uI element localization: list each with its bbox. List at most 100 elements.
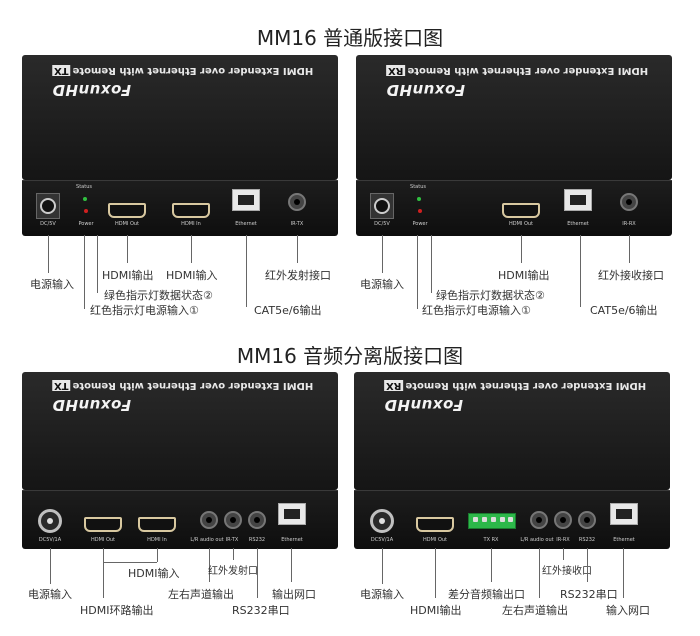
ethernet-port[interactable] [564, 189, 592, 211]
tx2-ir-tx-label: 红外发射口 [208, 566, 258, 577]
rx1-cat-label: CAT5e/6输出 [590, 304, 658, 317]
leader-line [127, 235, 128, 263]
rx2-hdmi-out-label: HDMI输出 [410, 604, 462, 617]
rx2-lr-label: 左右声道输出 [502, 604, 568, 617]
lr-audio-jack[interactable] [200, 511, 218, 529]
leader-line [382, 235, 383, 273]
rx1-green-led-label: 绿色指示灯数据状态② [436, 289, 545, 302]
hdmi-out-port[interactable] [416, 517, 454, 532]
tx2-net-out-label: 输出网口 [272, 588, 316, 601]
leader-line [50, 548, 51, 584]
ethernet-label: Ethernet [613, 537, 635, 543]
leader-line [209, 548, 210, 582]
leader-line [291, 548, 292, 582]
section-title-audio: MM16 音频分离版接口图 [236, 344, 464, 368]
hdmi-in-port[interactable] [138, 517, 176, 532]
ethernet-port[interactable] [232, 189, 260, 211]
green-status-led [83, 197, 87, 201]
section-title-standard: MM16 普通版接口图 [256, 26, 444, 50]
hdmi-out-port[interactable] [502, 203, 540, 218]
red-power-led [84, 209, 88, 213]
tx1-cat-label: CAT5e/6输出 [254, 304, 322, 317]
rx2-power-in-label: 电源输入 [360, 588, 404, 601]
hdmi-out-label: HDMI Out [508, 221, 534, 227]
device-top-panel: HDMI Extender over Ethernet with RemoteR… [356, 55, 672, 180]
device-tagline: HDMI Extender over Ethernet with RemoteR… [384, 380, 647, 391]
tx-rx-label: TX RX [483, 537, 499, 543]
rx2-rs232-label: RS232串口 [560, 588, 618, 601]
leader-line [382, 548, 383, 584]
power-label: Power [412, 221, 428, 227]
device-front-panel: DC5V/1A HDMI Out TX RX L/R audio out IR-… [354, 490, 670, 549]
device-front-panel: DC/5V Status Power HDMI Out HDMI In Ethe… [22, 180, 338, 236]
rx1-power-in-label: 电源输入 [360, 278, 404, 291]
ir-rx-jack[interactable] [620, 193, 638, 211]
leader-line [623, 548, 624, 598]
ir-tx-label: IR-TX [225, 537, 239, 543]
leader-line [563, 548, 564, 560]
lr-audio-jack[interactable] [530, 511, 548, 529]
rx2-ir-rx-label: 红外接收口 [542, 566, 592, 577]
tx2-lr-label: 左右声道输出 [168, 588, 234, 601]
device-front-panel: DC5V/1A HDMI Out HDMI In L/R audio out I… [22, 490, 338, 549]
status-label: Status [76, 184, 92, 190]
rs232-jack[interactable] [248, 511, 266, 529]
ir-tx-jack[interactable] [288, 193, 306, 211]
leader-line [191, 235, 192, 263]
brand-logo: FoxunHD [384, 396, 463, 414]
leader-line [48, 235, 49, 273]
hdmi-in-port[interactable] [172, 203, 210, 218]
rs232-label: RS232 [248, 537, 266, 543]
leader-line [157, 548, 158, 562]
leader-line [257, 548, 258, 598]
brand-logo: FoxunHD [52, 81, 131, 99]
dc5v1a-label: DC5V/1A [370, 537, 394, 543]
leader-line [431, 235, 432, 293]
dc-power-port[interactable] [38, 509, 62, 533]
dc-power-port[interactable] [36, 193, 60, 219]
leader-line [539, 548, 540, 598]
hdmi-out-port[interactable] [108, 203, 146, 218]
rx2-diff-audio-label: 差分音频输出口 [448, 588, 525, 601]
tx-unit-audio: HDMI Extender over Ethernet with RemoteT… [22, 372, 338, 549]
leader-line [97, 235, 98, 293]
leader-line [417, 235, 418, 309]
ir-rx-label: IR-RX [556, 537, 570, 543]
ir-rx-label: IR-RX [622, 221, 636, 227]
ethernet-label: Ethernet [281, 537, 303, 543]
tx1-green-led-label: 绿色指示灯数据状态② [104, 289, 213, 302]
ir-tx-label: IR-TX [290, 221, 304, 227]
leader-line [103, 562, 157, 563]
tx2-hdmi-loop-label: HDMI环路输出 [80, 604, 154, 617]
hdmi-in-label: HDMI In [181, 221, 201, 227]
tx-unit-standard: HDMI Extender over Ethernet with RemoteT… [22, 55, 338, 236]
hdmi-loop-out-port[interactable] [84, 517, 122, 532]
hdmi-out-label: HDMI Out [422, 537, 448, 543]
device-tagline: HDMI Extender over Ethernet with RemoteR… [386, 65, 649, 76]
tx2-rs232-label: RS232串口 [232, 604, 290, 617]
leader-line [629, 235, 630, 263]
leader-line [233, 548, 234, 560]
brand-logo: FoxunHD [52, 396, 131, 414]
ethernet-port[interactable] [610, 503, 638, 525]
ir-tx-jack[interactable] [224, 511, 242, 529]
tx2-power-in-label: 电源输入 [28, 588, 72, 601]
diff-audio-terminal[interactable] [468, 513, 516, 529]
ir-rx-jack[interactable] [554, 511, 572, 529]
leader-line [297, 235, 298, 263]
ethernet-port[interactable] [278, 503, 306, 525]
leader-line [435, 548, 436, 598]
device-top-panel: HDMI Extender over Ethernet with RemoteT… [22, 372, 338, 490]
rx1-red-led-label: 红色指示灯电源输入① [422, 304, 531, 317]
device-front-panel: DC/5V Status Power HDMI Out Ethernet IR-… [356, 180, 672, 236]
rs232-jack[interactable] [578, 511, 596, 529]
lr-audio-label: L/R audio out [520, 537, 554, 543]
tx1-power-in-label: 电源输入 [30, 278, 74, 291]
red-power-led [418, 209, 422, 213]
dc-power-port[interactable] [370, 193, 394, 219]
leader-line [491, 548, 492, 582]
rx1-hdmi-out-label: HDMI输出 [498, 269, 550, 282]
device-tagline: HDMI Extender over Ethernet with RemoteT… [52, 65, 314, 76]
dc-power-port[interactable] [370, 509, 394, 533]
ethernet-label: Ethernet [235, 221, 257, 227]
